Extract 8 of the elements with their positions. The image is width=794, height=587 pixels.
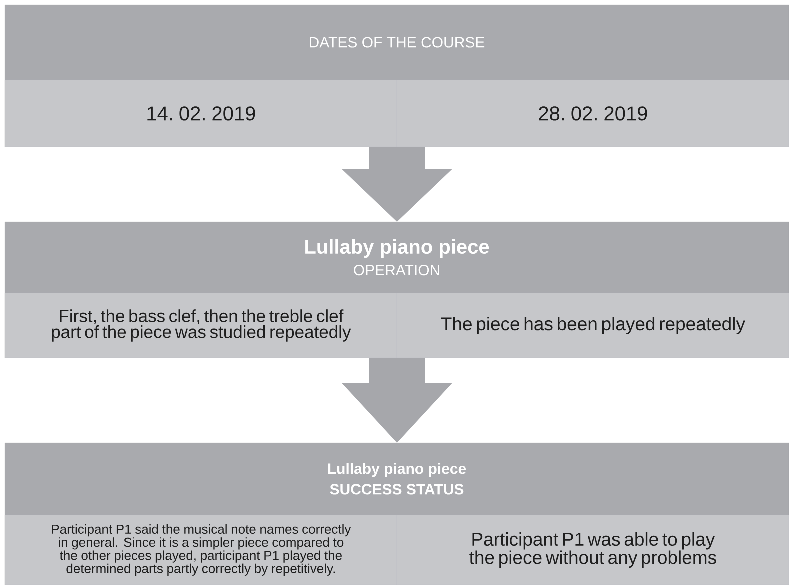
text-box: The piece has been played repeatedly (397, 293, 790, 358)
text-box: Participant P1 was able to play the piece without any problems (397, 515, 790, 586)
text-box: 28. 02. 2019 (397, 80, 790, 148)
text-box: 14. 02. 2019 (5, 80, 398, 148)
text-box: Participant P1 said the musical note names correctly in general. Since it is a simpler piece compared to the other pieces played, participant P1 played the determined parts partly correctly by repetitively. (5, 515, 398, 586)
text-box: First, the bass clef, then the treble clef part of the piece was studied repeatedly (5, 293, 398, 358)
block-arrow (342, 147, 452, 222)
block-arrow (342, 358, 452, 443)
